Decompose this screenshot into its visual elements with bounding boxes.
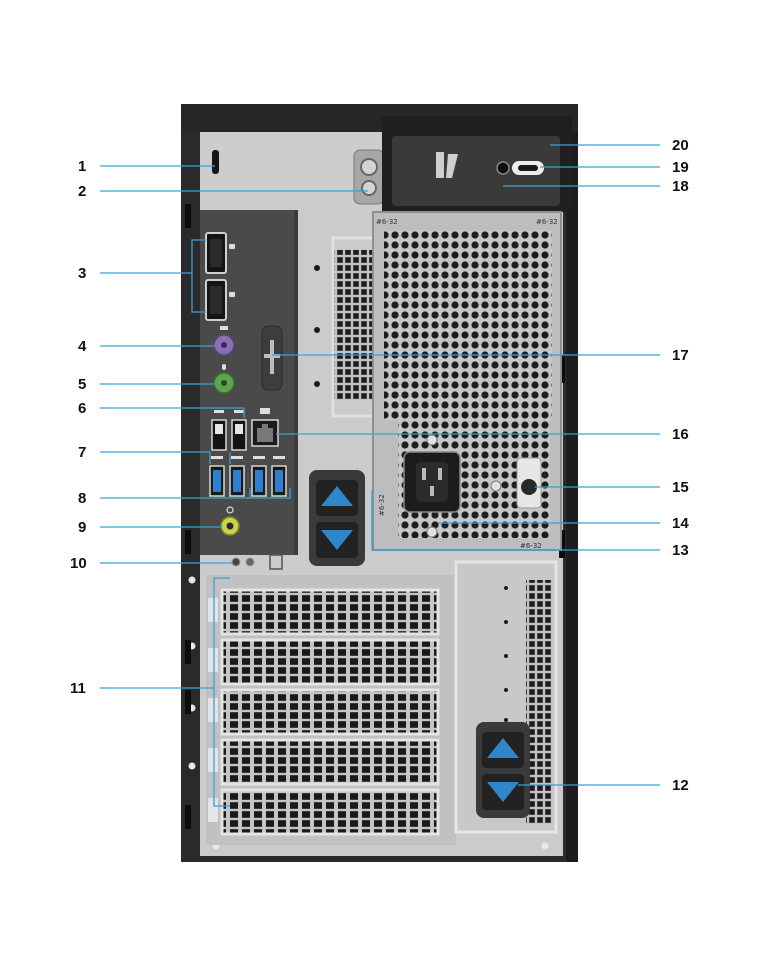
displayport-2[interactable] [205,279,227,321]
psu-fan-vent [384,230,552,420]
callout-15: 15 [672,479,689,496]
cover-latch-block [382,116,572,212]
usb2-port-2[interactable] [231,419,247,451]
chassis-edge-right [566,104,578,862]
displayport-icon [229,244,235,297]
callout-2: 2 [78,183,86,200]
callout-18: 18 [672,178,689,195]
power-connector[interactable] [403,451,461,513]
callout-6: 6 [78,400,86,417]
callout-14: 14 [672,515,689,532]
network-icon [260,408,270,414]
callout-17: 17 [672,347,689,364]
callout-8: 8 [78,490,86,507]
callout-4: 4 [78,338,87,355]
callout-1: 1 [78,158,86,175]
optional-port-cover [261,325,283,391]
mouse-icon [222,364,226,370]
callout-19: 19 [672,159,689,176]
latch-symbol-icon [446,154,458,178]
psu-mark-top-left: #6-32 [376,218,398,226]
lower-bay-dots [504,586,508,722]
diagnostic-icon [269,554,283,570]
psu-mark-bottom: #6-32 [520,542,542,550]
unlock-arrow-icon-2 [487,738,519,758]
callout-7: 7 [78,444,86,461]
padlock-ring [353,149,385,205]
secondary-release-latch[interactable] [476,722,530,818]
lower-right-vent [526,580,552,824]
callout-lines [100,144,660,807]
psu-diagnostic-button[interactable] [516,457,542,509]
psu-mark-side: #6-32 [378,494,386,516]
psu-screws [426,434,502,538]
usb-icon [214,410,244,413]
callout-10: 10 [70,555,87,572]
diagnostic-light [231,557,241,567]
usb2-port-1[interactable] [211,419,227,451]
diagnostic-button[interactable] [245,557,255,567]
upper-left-panel [200,132,380,208]
superspeed-icons [211,456,285,459]
middle-vent [333,250,373,400]
security-cable-slot [212,150,219,174]
keyboard-icon [220,326,228,330]
psu-release-latch[interactable] [309,470,365,566]
callout-12: 12 [672,777,689,794]
expansion-slot-covers[interactable] [220,588,440,836]
callout-20: 20 [672,137,689,154]
unlock-arrow-icon [321,486,353,506]
intrusion-switch [496,161,510,175]
callout-labels: 1 2 3 4 5 6 7 8 9 10 11 12 13 14 15 16 1… [70,137,689,794]
callout-16: 16 [672,426,689,443]
callout-9: 9 [78,519,86,536]
callout-11: 11 [70,680,86,697]
ethernet-port[interactable] [251,419,279,447]
callout-3: 3 [78,265,86,282]
displayport-1[interactable] [205,232,227,274]
slot-retention-tabs [208,598,218,822]
callout-13: 13 [672,542,689,559]
psu-mark-top-right: #6-32 [536,218,558,226]
io-plate-right [294,210,298,555]
usb3-ports[interactable] [209,465,287,497]
lock-arrow-icon [321,530,353,550]
lock-arrow-icon-2 [487,782,519,802]
cover-release-latch[interactable] [436,152,444,178]
callout-5: 5 [78,376,86,393]
middle-screw-holes [314,265,320,387]
headphone-icon [226,506,234,514]
